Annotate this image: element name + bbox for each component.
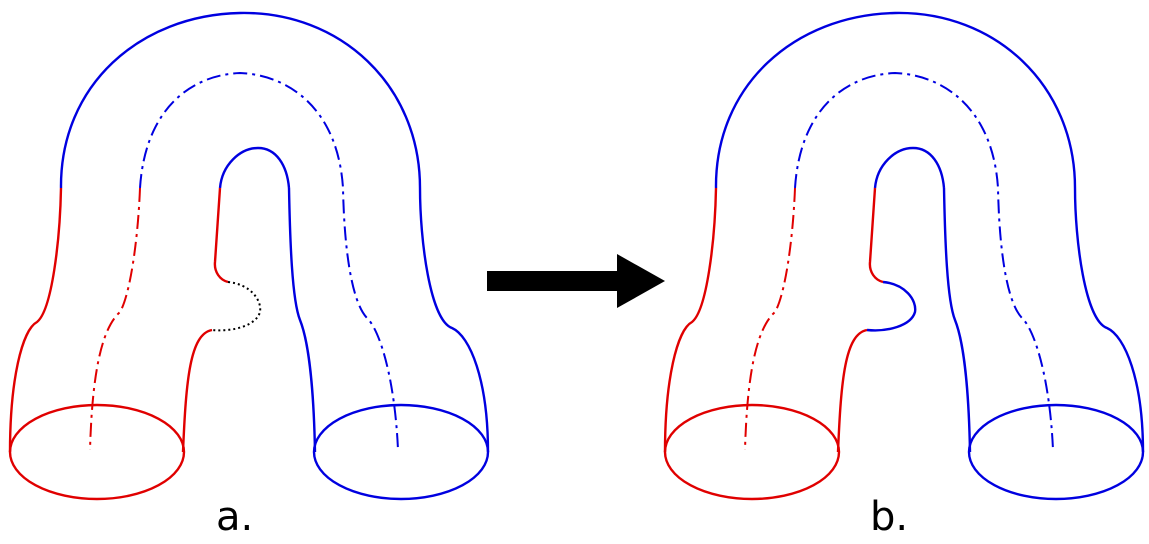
panel-a-label: a.: [216, 494, 254, 540]
transition-arrow: [487, 254, 665, 308]
panel-b-label: b.: [870, 494, 909, 540]
panel-a-surface: [8, 11, 490, 501]
panel-a-cut-curve: [211, 281, 262, 332]
panel-b-surface: [663, 11, 1145, 501]
panel-b-bulge-curve: [866, 280, 917, 332]
